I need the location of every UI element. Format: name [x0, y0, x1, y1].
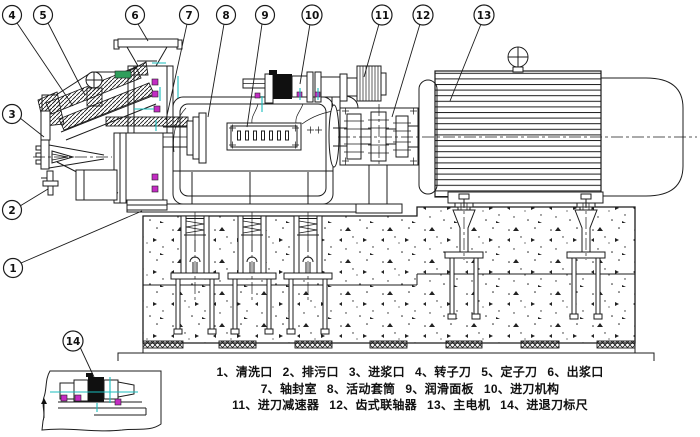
concrete-foundation	[117, 195, 655, 361]
seal-chamber-platform	[105, 116, 189, 127]
svg-text:6: 6	[131, 10, 138, 22]
seal-accents	[114, 62, 321, 193]
legend-item-11: 11、进刀减速器	[232, 398, 320, 412]
svg-text:11: 11	[375, 10, 390, 22]
legend-item-9: 9、润滑面板	[405, 381, 474, 396]
drain-valve	[41, 170, 59, 196]
legend-item-6: 6、出浆口	[547, 365, 604, 379]
legend-item-2: 2、排污口	[282, 365, 339, 379]
svg-text:14: 14	[66, 336, 81, 348]
balloon-1: 1	[2, 210, 143, 279]
bearing-cartridge	[163, 103, 341, 164]
parts-legend: 1、清洗口 2、排污口 3、进浆口 4、转子刀 5、定子刀 6、出浆口 7、轴封室 8、活动套…	[140, 364, 680, 414]
legend-item-10: 10、进刀机构	[483, 381, 560, 396]
legend-item-1: 1、清洗口	[216, 365, 273, 379]
svg-text:8: 8	[222, 10, 229, 22]
balloon-6: 6	[124, 4, 149, 42]
legend-row: 7、轴封室 8、活动套筒 9、润滑面板 10、进刀机构	[140, 381, 680, 398]
svg-text:5: 5	[39, 10, 46, 22]
balloon-10: 10	[299, 4, 323, 85]
legend-item-13: 13、主电机	[426, 398, 491, 412]
balloon-5: 5	[32, 4, 86, 96]
legend-row: 11、进刀减速器 12、齿式联轴器 13、主电机 14、进退刀标尺	[140, 397, 680, 414]
legend-item-14: 14、进退刀标尺	[500, 398, 588, 412]
balloon-2: 2	[1, 188, 49, 221]
legend-item-12: 12、齿式联轴器	[329, 398, 417, 412]
callout-balloons: 1 2 3 4 5 6 7 8 9 10	[1, 4, 495, 378]
feed-reducer	[356, 65, 387, 102]
svg-text:13: 13	[477, 10, 492, 22]
gear-coupling	[307, 104, 421, 170]
legend-item-8: 8、活动套筒	[326, 381, 396, 396]
balloon-7: 7	[165, 4, 200, 121]
balloon-14: 14	[62, 330, 95, 378]
svg-text:3: 3	[8, 109, 15, 121]
svg-text:4: 4	[8, 10, 15, 22]
balloon-9: 9	[246, 4, 276, 128]
foundation-hatch-strip	[142, 340, 636, 349]
svg-text:9: 9	[261, 10, 268, 22]
legend-item-4: 4、转子刀	[415, 365, 472, 379]
inlet-port	[33, 110, 112, 170]
outlet-funnel	[113, 38, 183, 67]
svg-text:7: 7	[185, 10, 192, 22]
balloon-12: 12	[391, 4, 434, 118]
feed-mechanism	[242, 70, 359, 109]
svg-text:2: 2	[8, 205, 15, 217]
refiner-machine	[33, 38, 697, 214]
legend-item-7: 7、轴封室	[260, 381, 317, 396]
balloon-4: 4	[1, 4, 74, 107]
svg-text:1: 1	[9, 263, 16, 275]
legend-row: 1、清洗口 2、排污口 3、进浆口 4、转子刀 5、定子刀 6、出浆口	[140, 364, 680, 381]
main-motor	[418, 46, 684, 207]
balloon-11: 11	[363, 4, 393, 78]
balloon-8: 8	[207, 4, 237, 118]
feed-scale-inset	[41, 370, 162, 432]
coupling-pedestal	[355, 164, 403, 214]
balloon-3: 3	[1, 103, 45, 138]
balloon-13: 13	[449, 4, 495, 102]
svg-text:12: 12	[416, 10, 431, 22]
svg-text:10: 10	[305, 10, 320, 22]
legend-item-5: 5、定子刀	[481, 365, 538, 379]
legend-item-3: 3、进浆口	[348, 365, 405, 379]
